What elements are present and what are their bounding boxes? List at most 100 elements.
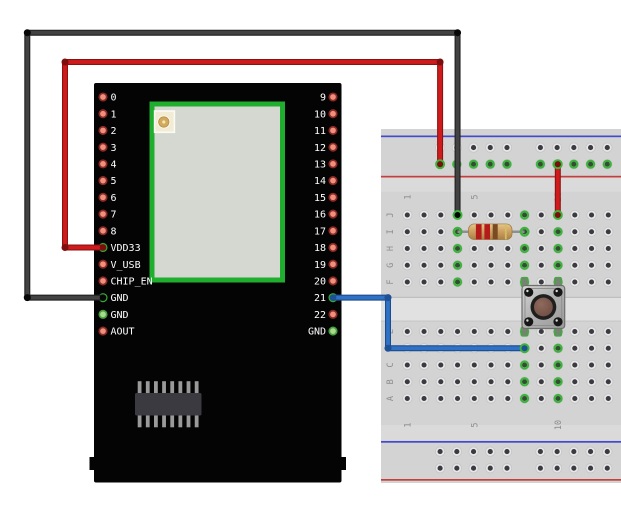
grid-hole (435, 276, 446, 288)
mcu-pin-label: GND (308, 327, 326, 338)
grid-hole (435, 359, 446, 371)
rail-hole (451, 463, 462, 474)
mcu-pin-label: 1 (111, 109, 117, 120)
grid-hole (469, 209, 480, 221)
grid-hole (519, 393, 530, 404)
mcu-pin-right-13 (328, 159, 338, 169)
wire-black-gnd-wire (23, 29, 462, 302)
column-label-top-5: 5 (470, 194, 480, 199)
grid-hole (603, 243, 614, 254)
wire-end (436, 160, 444, 168)
mcu-pin-right-16 (328, 209, 338, 219)
mcu-pin-label: 3 (111, 143, 117, 154)
mcu-pin-label: 14 (314, 176, 326, 187)
grid-hole (603, 226, 614, 237)
rail-hole (602, 142, 613, 153)
pushbutton-cap (534, 297, 553, 317)
grid-hole (485, 243, 497, 254)
grid-hole (469, 359, 480, 371)
grid-hole (435, 209, 446, 221)
mcu-pin-right-15 (328, 192, 338, 202)
mcu-pin-left-6 (98, 192, 108, 202)
wire-red-vdd-wire (61, 58, 444, 251)
mcu-pin-left-8 (98, 226, 108, 236)
column-label-bottom-10: 10 (554, 420, 564, 430)
grid-hole (502, 393, 513, 404)
grid-hole (586, 359, 597, 371)
mcu-pin-left-CHIP_EN (98, 276, 108, 286)
mcu-pin-label: 15 (314, 193, 326, 204)
grid-hole (586, 376, 597, 387)
rail-hole (551, 463, 563, 474)
rail-hole (468, 463, 479, 474)
grid-hole (502, 276, 513, 288)
grid-hole (586, 343, 597, 354)
grid-hole (469, 260, 480, 271)
wire-end (521, 344, 528, 352)
mcu-pin-right-14 (328, 176, 338, 186)
wire-red-rail-jumper (554, 160, 562, 219)
grid-hole (552, 376, 564, 387)
mcu-pin-left-5 (98, 176, 108, 186)
resistor-band-red (475, 224, 482, 240)
grid-hole (435, 260, 446, 271)
rail-hole-plus (468, 159, 479, 170)
grid-hole (552, 243, 564, 254)
mcu-pin-left-7 (98, 209, 108, 219)
connection-ring (552, 210, 563, 220)
rail-hole-plus (485, 159, 496, 170)
grid-hole (418, 243, 430, 254)
grid-hole (536, 343, 547, 354)
row-letter-G: G (386, 263, 396, 268)
grid-hole (569, 326, 580, 337)
rail-hole (568, 142, 579, 153)
grid-hole (435, 376, 446, 387)
grid-hole (418, 226, 430, 237)
mcu-pin-right-9 (328, 92, 338, 102)
grid-hole (603, 376, 614, 387)
grid-hole (402, 326, 413, 337)
grid-hole (603, 276, 614, 288)
rail-hole (451, 446, 462, 457)
rail-hole-plus (585, 159, 596, 170)
mcu-pin-right-22 (328, 309, 338, 319)
grid-hole (502, 209, 513, 221)
pushbutton (520, 276, 566, 337)
mcu-pin-left-4 (98, 159, 108, 169)
grid-hole (552, 359, 564, 371)
grid-hole (569, 393, 580, 404)
rail-hole-plus (535, 159, 546, 170)
mcu-pin-label: GND (111, 293, 129, 304)
wire-end (554, 211, 562, 219)
mcu-pin-label: 0 (111, 93, 117, 104)
mcu-pin-label: 10 (314, 109, 326, 120)
rail-hole-plus (501, 159, 513, 170)
grid-hole (402, 359, 413, 371)
wire-bend (384, 294, 392, 302)
mcu-pin-label: 21 (314, 293, 326, 304)
wire-end (99, 294, 107, 301)
mcu-pin-left-AOUT (98, 326, 108, 336)
grid-hole (485, 359, 497, 371)
row-letter-C: C (386, 362, 396, 367)
grid-hole (435, 393, 446, 404)
mcu-pin-left-0 (98, 92, 108, 102)
pushbutton-corner-pin (553, 317, 563, 327)
mcu-pin-label: 19 (314, 260, 326, 271)
resistor-220ohm (457, 223, 525, 240)
rail-hole (551, 446, 563, 457)
mcu-pin-left-1 (98, 109, 108, 119)
grid-hole (452, 359, 463, 371)
wire-blue-signal-wire (329, 294, 528, 352)
grid-hole (603, 260, 614, 271)
row-letter-I: I (386, 229, 396, 234)
grid-hole (519, 376, 530, 387)
connection-ring (435, 159, 446, 170)
grid-hole (418, 276, 430, 288)
grid-hole (418, 209, 430, 221)
grid-hole (435, 226, 446, 237)
grid-hole (502, 243, 513, 254)
row-letter-J: J (386, 212, 396, 217)
grid-hole (485, 326, 497, 337)
